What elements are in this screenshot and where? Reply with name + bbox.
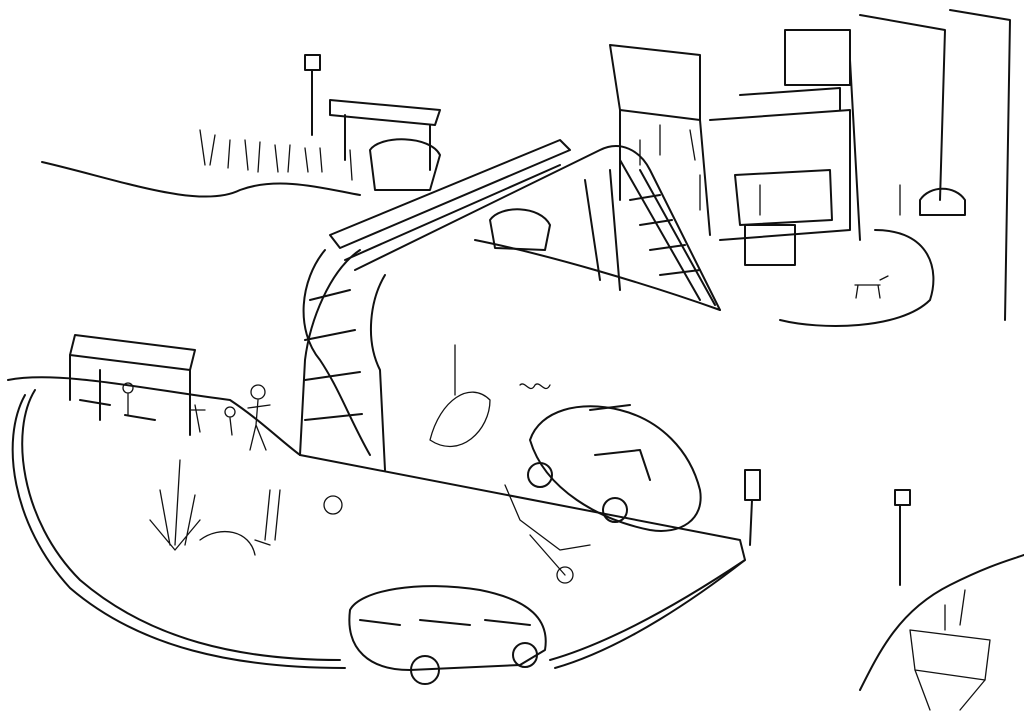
bus-shelter-top	[304, 54, 441, 171]
people	[122, 124, 966, 631]
bus-shelter-left	[69, 334, 196, 436]
scooter-vendor	[909, 629, 991, 711]
traffic-lights	[744, 469, 911, 586]
dogs	[323, 275, 889, 515]
plants	[149, 459, 256, 556]
car-van	[348, 585, 547, 685]
hanging-sign	[429, 344, 551, 447]
car-vw-beetle	[527, 404, 702, 532]
car-parked	[369, 138, 966, 251]
buildings	[609, 9, 1011, 321]
footbridge	[299, 139, 721, 471]
